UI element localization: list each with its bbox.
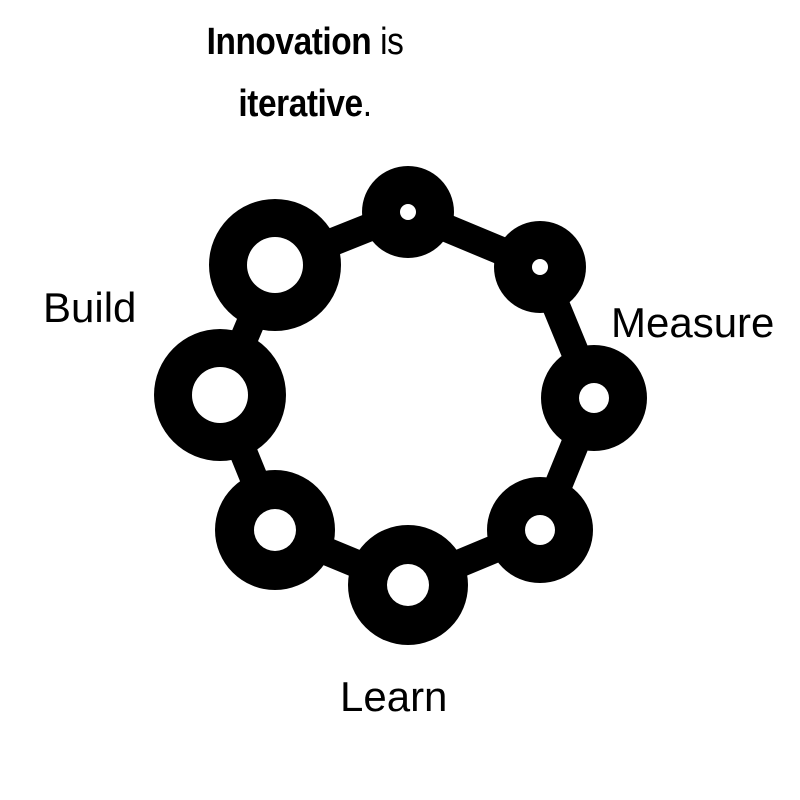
node-1-hole <box>400 204 416 220</box>
node-5-hole <box>387 564 429 606</box>
node-7-hole <box>192 367 248 423</box>
stage-label-build: Build <box>43 284 137 331</box>
node-6-hole <box>254 509 296 551</box>
stage-label-measure: Measure <box>611 299 775 346</box>
title-emphasis-innovation: Innovation <box>206 21 372 63</box>
title-period: . <box>362 83 372 125</box>
title-emphasis-iterative: iterative <box>238 83 363 125</box>
node-3-hole <box>579 383 609 413</box>
title-line-1: Innovation is <box>37 17 574 67</box>
cycle-node-holes <box>192 204 609 606</box>
node-2-hole <box>532 259 548 275</box>
stage-label-learn: Learn <box>340 673 448 720</box>
title-line-2: iterative. <box>37 79 574 129</box>
node-4-hole <box>525 515 555 545</box>
title-text-is: is <box>371 21 404 63</box>
node-8-hole <box>247 237 303 293</box>
